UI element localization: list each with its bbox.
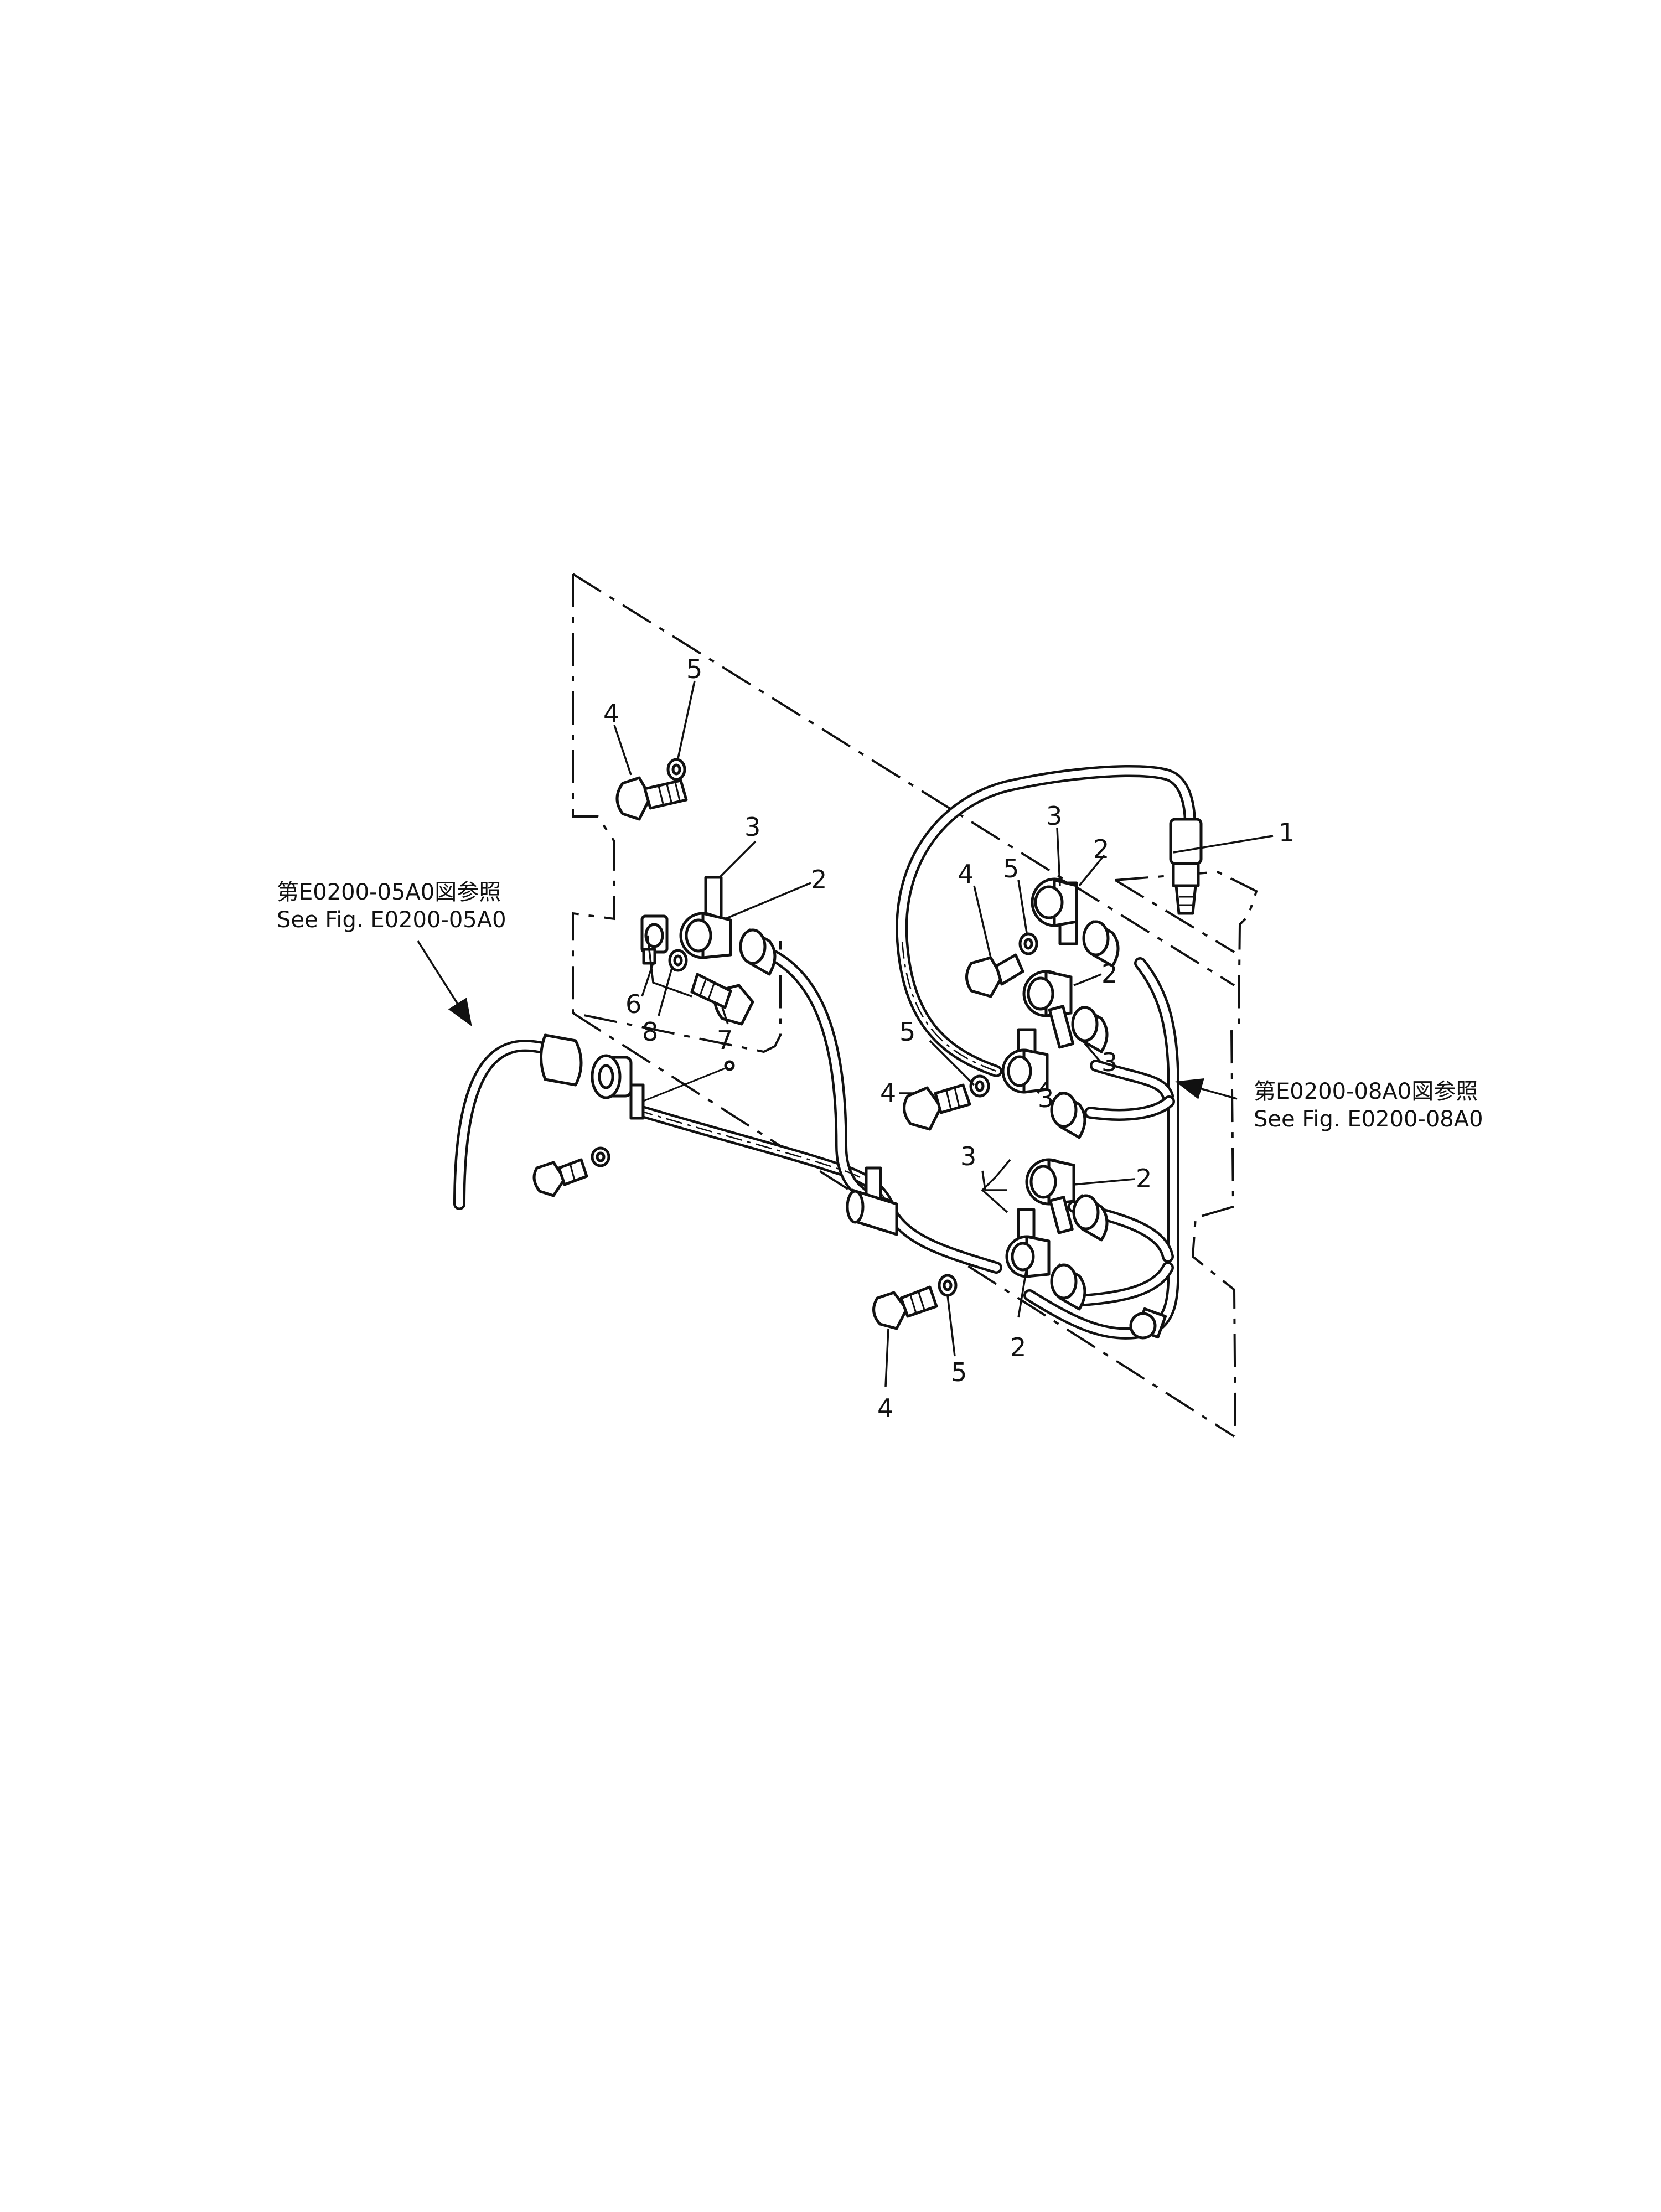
clamp-upper-right — [1031, 877, 1120, 968]
bolt-middle — [903, 1074, 990, 1131]
clamp-middle-center — [1001, 1028, 1086, 1139]
callout-3: 3 — [1046, 801, 1062, 831]
leader-lines — [613, 680, 1274, 1387]
right-reference-arrow — [1175, 1078, 1238, 1100]
callout-5: 5 — [951, 1357, 967, 1387]
callout-2: 2 — [1136, 1164, 1152, 1193]
callout-5: 5 — [1003, 854, 1019, 883]
callout-3: 3 — [744, 812, 760, 842]
left-reference-en: See Fig. E0200-05A0 — [277, 907, 506, 933]
clamp-lower-right — [1025, 1158, 1109, 1242]
figure-references: 第E0200-05A0図参照 See Fig. E0200-05A0 第E020… — [277, 880, 1483, 1132]
callout-4: 4 — [880, 1078, 896, 1108]
callout-2: 2 — [1093, 834, 1109, 864]
clamp-upper-left — [679, 876, 777, 976]
callout-labels: 1 2 2 2 2 2 3 3 3 3 3 4 4 4 4 5 5 5 5 6 … — [603, 654, 1295, 1423]
left-connector-group — [540, 1033, 1167, 1340]
callout-6: 6 — [625, 989, 641, 1019]
callout-2: 2 — [1101, 959, 1117, 989]
clamp-lower-center — [1005, 1208, 1086, 1311]
bolt-lower-left — [532, 1146, 610, 1197]
callout-2: 2 — [811, 865, 827, 895]
right-reference-en: See Fig. E0200-08A0 — [1254, 1107, 1483, 1132]
callout-3: 3 — [960, 1141, 976, 1171]
bolt-upper-left — [615, 758, 688, 821]
bolt-part-7 — [668, 949, 754, 1026]
callout-3: 3 — [1101, 1047, 1117, 1077]
callout-5: 5 — [899, 1017, 915, 1047]
callout-4: 4 — [958, 859, 974, 889]
clamp-part-6 — [640, 914, 669, 965]
callout-8: 8 — [642, 1017, 658, 1047]
bolt-lower — [872, 1274, 958, 1330]
panel-outline — [572, 573, 1258, 1438]
right-reference-jp: 第E0200-08A0図参照 — [1254, 1079, 1478, 1104]
callout-4: 4 — [877, 1393, 893, 1423]
callout-1: 1 — [1279, 818, 1295, 847]
left-reference-jp: 第E0200-05A0図参照 — [277, 880, 501, 905]
pressure-switch — [1169, 818, 1203, 915]
callout-5: 5 — [686, 654, 702, 684]
callout-3: 3 — [1038, 1083, 1054, 1113]
callout-2: 2 — [1010, 1332, 1026, 1362]
clamp-middle-right — [1022, 970, 1109, 1053]
callout-7: 7 — [717, 1025, 733, 1055]
bolt-upper-right — [965, 932, 1038, 998]
left-reference-arrow — [417, 940, 472, 1027]
callout-4: 4 — [603, 699, 619, 728]
